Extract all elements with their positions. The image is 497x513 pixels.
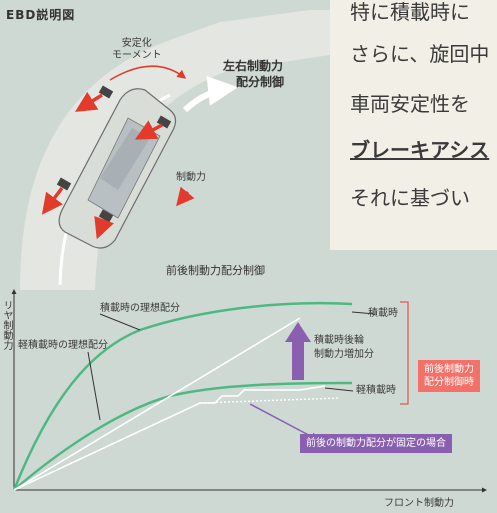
loaded-line-label: 積載時 — [368, 308, 398, 319]
stability-moment-label: 安定化 モーメント — [112, 38, 162, 61]
figure-title: EBD説明図 — [6, 8, 76, 22]
loaded-line — [13, 317, 301, 491]
text-line-3: 車両安定性を — [350, 92, 470, 116]
leader-lines — [87, 311, 376, 421]
fixed-dotted-line — [199, 397, 341, 404]
text-column-background — [330, 0, 497, 250]
text-line-4: ブレーキアシス — [350, 138, 490, 162]
text-line-2: さらに、旋回中 — [350, 42, 490, 66]
loaded-ideal-label: 積載時の理想配分 — [100, 303, 180, 314]
direction-arrow — [182, 75, 238, 113]
braking-force-label: 制動力 — [176, 172, 206, 183]
road-band — [20, 10, 330, 290]
chart-axes — [11, 289, 487, 493]
braking-force-arrows — [41, 91, 195, 240]
lr-distribution-label: 左右制動力 配分制御 — [223, 59, 285, 89]
text-line-1: 特に積載時に — [350, 0, 470, 24]
text-line-5: それに基づい — [350, 186, 470, 210]
light-ideal-label: 軽積載時の理想配分 — [18, 340, 108, 351]
fr-control-box: 前後制動力 配分制御時 — [418, 360, 480, 392]
light-line-label: 軽積載時 — [356, 385, 396, 396]
x-axis-label: フロント制動力 — [384, 498, 454, 509]
light-line — [13, 385, 326, 491]
fixed-box: 前後の制動力配分が固定の場合 — [300, 434, 452, 453]
moment-arrow — [109, 65, 187, 81]
y-axis-label: リヤ制動力 — [1, 300, 12, 350]
increase-arrow — [285, 322, 311, 380]
fr-distribution-title: 前後制動力配分制御 — [166, 264, 265, 277]
increase-label: 積載時後輪 制動力増加分 — [314, 335, 374, 360]
bracket — [400, 301, 409, 405]
